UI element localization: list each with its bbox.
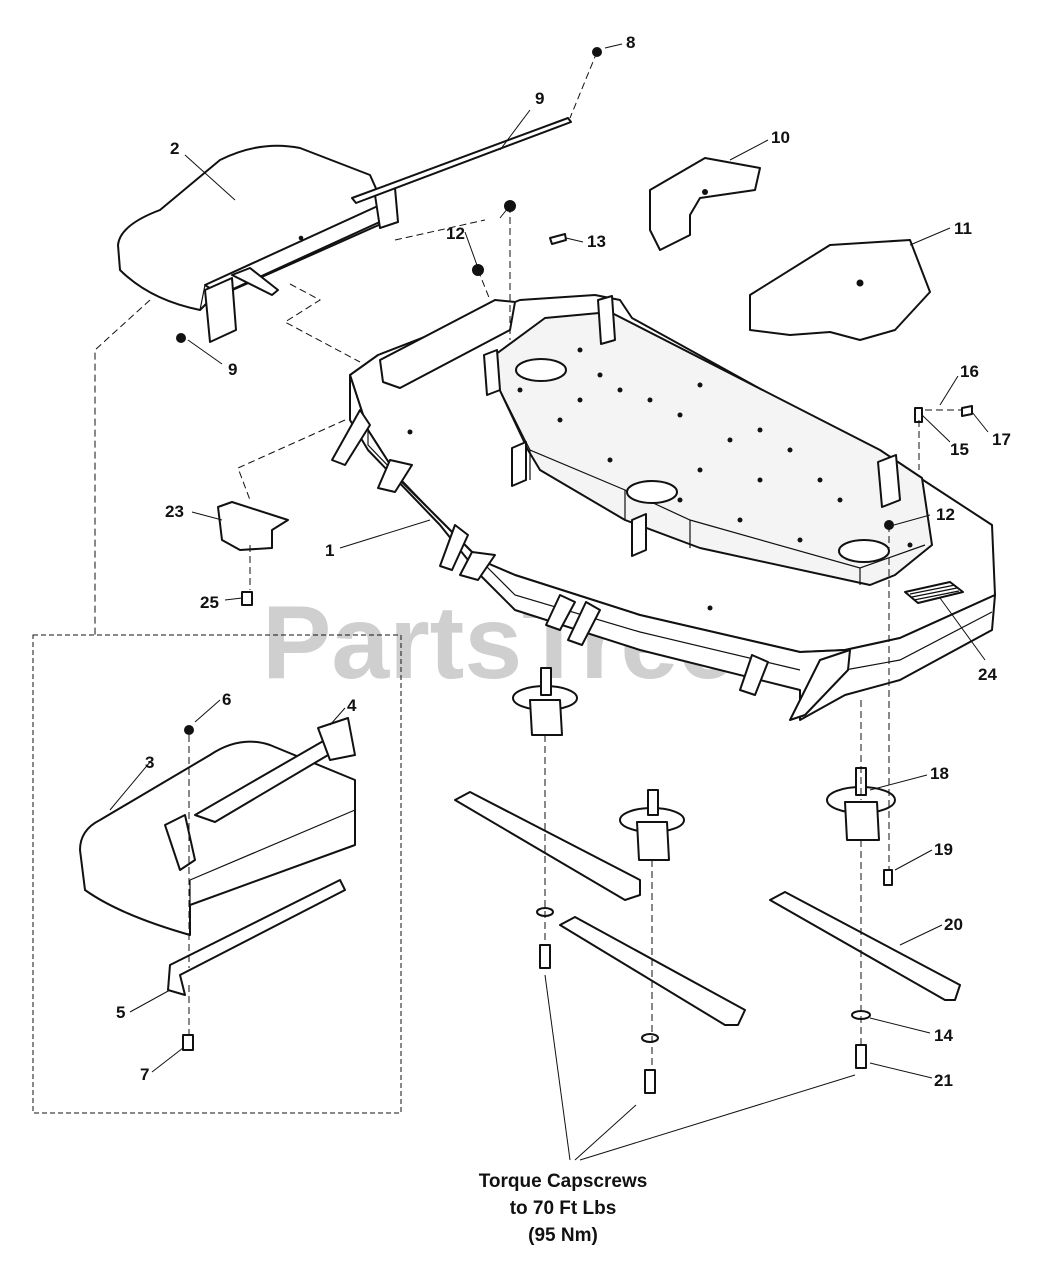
chute-rod bbox=[351, 117, 572, 204]
callout-19: 19 bbox=[934, 840, 953, 859]
callout-6: 6 bbox=[222, 690, 231, 709]
callout-5: 5 bbox=[116, 1003, 125, 1022]
callout-8-left: 9 bbox=[228, 360, 237, 379]
callout-25: 25 bbox=[200, 593, 219, 612]
mulch-cover bbox=[79, 717, 356, 996]
callout-7: 7 bbox=[140, 1065, 149, 1084]
callout-1: 1 bbox=[325, 541, 334, 560]
blade-right bbox=[769, 891, 961, 1001]
callout-17: 17 bbox=[992, 430, 1011, 449]
torque-note: Torque Capscrews to 70 Ft Lbs (95 Nm) bbox=[479, 1171, 648, 1246]
discharge-chute bbox=[117, 144, 399, 343]
callout-4: 4 bbox=[347, 696, 357, 715]
callout-20: 20 bbox=[944, 915, 963, 934]
torque-note-line1: Torque Capscrews bbox=[479, 1171, 648, 1192]
callout-18: 18 bbox=[930, 764, 949, 783]
mount-bracket bbox=[217, 501, 289, 551]
callout-11: 11 bbox=[954, 219, 972, 238]
hardware bbox=[176, 47, 973, 1094]
callout-15: 15 bbox=[950, 440, 969, 459]
callout-13: 13 bbox=[587, 232, 606, 251]
spindle-assembly-left bbox=[512, 667, 578, 736]
callout-24: 24 bbox=[978, 665, 997, 684]
callout-23: 23 bbox=[165, 502, 184, 521]
callout-16: 16 bbox=[960, 362, 979, 381]
mower-deck-housing bbox=[349, 294, 996, 721]
callout-2: 2 bbox=[170, 139, 179, 158]
mulch-kit-box bbox=[32, 634, 402, 1114]
blade-left bbox=[454, 791, 641, 901]
callout-21: 21 bbox=[934, 1071, 953, 1090]
belt-cover-small bbox=[649, 157, 761, 251]
callout-9: 9 bbox=[535, 89, 544, 108]
torque-note-line2: to 70 Ft Lbs bbox=[510, 1198, 617, 1219]
deck-lugs bbox=[331, 409, 851, 721]
callout-14: 14 bbox=[934, 1026, 953, 1045]
belt-cover-large bbox=[749, 239, 931, 341]
callout-numbers: 8 9 2 12 13 10 11 9 16 15 17 12 23 1 25 … bbox=[116, 33, 1011, 1090]
callout-12-upper: 12 bbox=[446, 224, 465, 243]
torque-note-line3: (95 Nm) bbox=[528, 1225, 598, 1246]
callout-3: 3 bbox=[145, 753, 154, 772]
callout-10: 10 bbox=[771, 128, 790, 147]
spindle-assembly-center bbox=[619, 789, 685, 861]
callout-8-top: 8 bbox=[626, 33, 635, 52]
callout-leaders bbox=[109, 43, 989, 1161]
assembly-guide-lines bbox=[94, 51, 962, 1070]
callout-12-lower: 12 bbox=[936, 505, 955, 524]
